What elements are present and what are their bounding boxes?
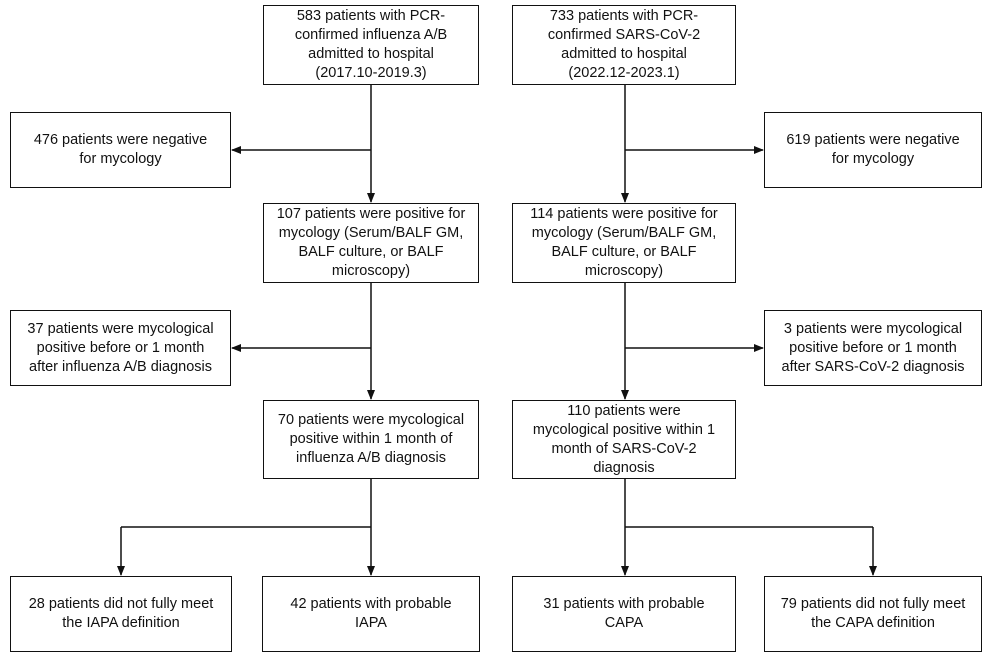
flu-admitted-box: 583 patients with PCR- confirmed influen…: [263, 5, 479, 85]
flu-within-text: 70 patients were mycological positive wi…: [277, 412, 465, 466]
flu-probable-text: 42 patients with probable IAPA: [290, 596, 452, 631]
covid-within-text: 110 patients were mycological positive w…: [532, 402, 716, 476]
covid-admitted-box: 733 patients with PCR- confirmed SARS-Co…: [512, 5, 736, 85]
covid-not-meet-box: 79 patients did not fully meet the CAPA …: [764, 576, 982, 652]
covid-admitted-text: 733 patients with PCR- confirmed SARS-Co…: [547, 8, 701, 81]
covid-excluded-box: 3 patients were mycological positive bef…: [764, 310, 982, 386]
covid-positive-box: 114 patients were positive for mycology …: [512, 203, 736, 283]
flu-admitted-text: 583 patients with PCR- confirmed influen…: [294, 8, 448, 81]
flu-positive-box: 107 patients were positive for mycology …: [263, 203, 479, 283]
covid-positive-text: 114 patients were positive for mycology …: [530, 206, 718, 279]
flu-negative-text: 476 patients were negative for mycology: [33, 132, 208, 167]
covid-negative-box: 619 patients were negative for mycology: [764, 112, 982, 188]
flu-probable-box: 42 patients with probable IAPA: [262, 576, 480, 652]
flu-not-meet-box: 28 patients did not fully meet the IAPA …: [10, 576, 232, 652]
flu-negative-box: 476 patients were negative for mycology: [10, 112, 231, 188]
covid-excluded-text: 3 patients were mycological positive bef…: [781, 320, 965, 375]
covid-negative-text: 619 patients were negative for mycology: [786, 132, 960, 167]
flu-not-meet-text: 28 patients did not fully meet the IAPA …: [28, 596, 214, 631]
covid-probable-box: 31 patients with probable CAPA: [512, 576, 736, 652]
flu-positive-text: 107 patients were positive for mycology …: [276, 206, 466, 279]
covid-not-meet-text: 79 patients did not fully meet the CAPA …: [780, 596, 966, 631]
flu-excluded-text: 37 patients were mycological positive be…: [27, 320, 214, 375]
flu-excluded-box: 37 patients were mycological positive be…: [10, 310, 231, 386]
covid-probable-text: 31 patients with probable CAPA: [543, 596, 705, 631]
covid-within-box: 110 patients were mycological positive w…: [512, 400, 736, 479]
flu-within-box: 70 patients were mycological positive wi…: [263, 400, 479, 479]
